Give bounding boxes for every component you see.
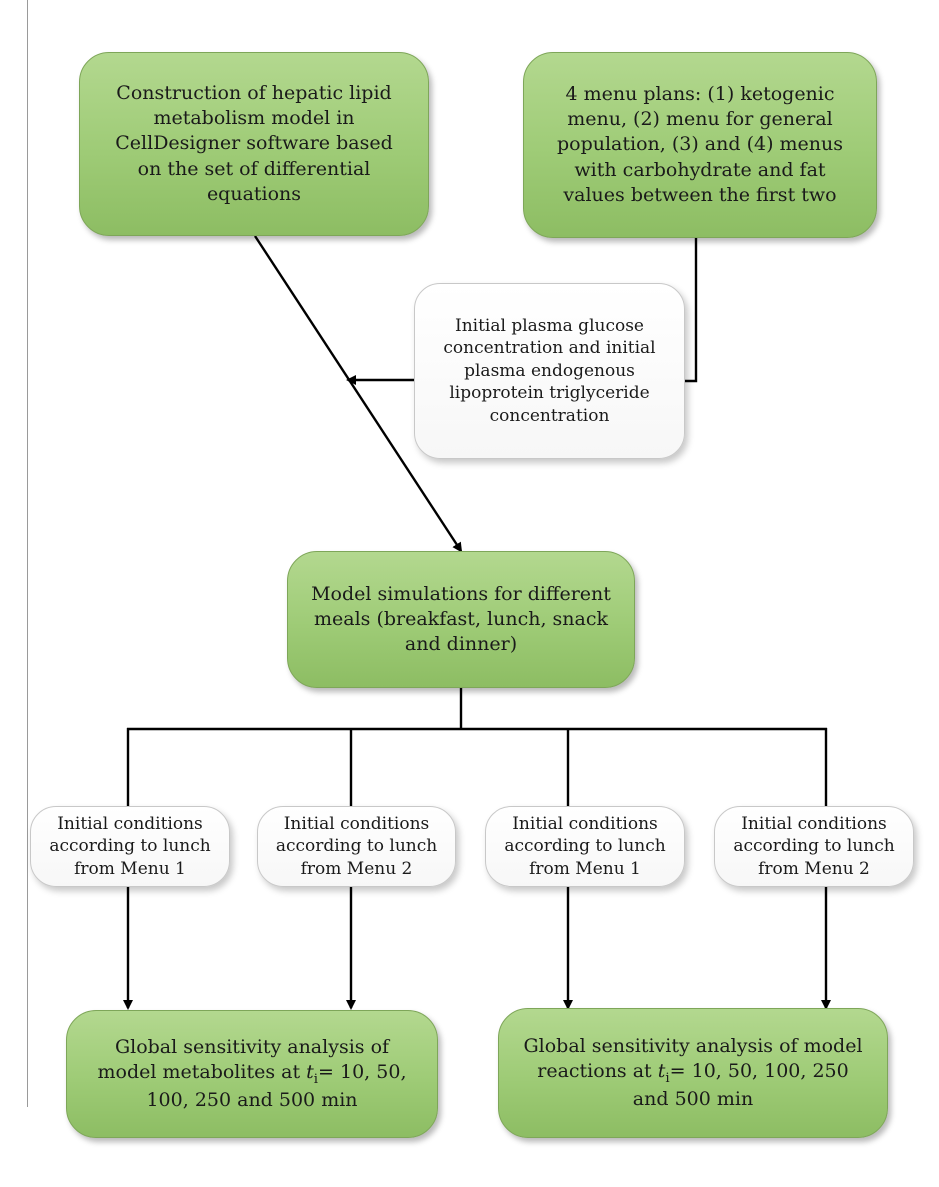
gsa-metabolites-before: Global sensitivity analysis of model met… [97,1035,390,1083]
page-margin-rule [27,0,28,1107]
simulations-text: Model simulations for different meals (b… [311,582,611,656]
gsa-reactions-after: = 10, 50, 100, 250 and 500 min [632,1059,849,1111]
construction-text: Construction of hepatic lipid metabolism… [115,82,393,205]
simulations-node: Model simulations for different meals (b… [287,551,635,688]
gsa-metabolites-node: Global sensitivity analysis of model met… [66,1010,438,1138]
gsa-metabolites-text: Global sensitivity analysis of model met… [93,1035,411,1114]
connector-menus-to-initial-plasma [685,238,698,383]
condition-text-2: Initial conditions according to lunch fr… [275,813,438,879]
condition-node-2: Initial conditions according to lunch fr… [257,806,456,887]
gsa-reactions-node: Global sensitivity analysis of model rea… [498,1008,888,1138]
menu-plans-text: 4 menu plans: (1) ketogenic menu, (2) me… [556,83,844,206]
condition-text-3: Initial conditions according to lunch fr… [504,813,666,879]
condition-node-4: Initial conditions according to lunch fr… [714,806,914,887]
condition-text-4: Initial conditions according to lunch fr… [733,813,895,879]
condition-text-1: Initial conditions according to lunch fr… [49,813,211,879]
condition-node-3: Initial conditions according to lunch fr… [485,806,685,887]
gsa-metabolites-t: t [306,1060,314,1083]
gsa-reactions-sub: i [665,1070,670,1086]
construction-node: Construction of hepatic lipid metabolism… [79,52,429,236]
arrow-construction-to-simulations [253,235,463,553]
initial-plasma-text: Initial plasma glucose concentration and… [443,315,656,426]
gsa-reactions-t: t [657,1059,666,1082]
gsa-reactions-text: Global sensitivity analysis of model rea… [523,1034,863,1113]
gsa-reactions-before: Global sensitivity analysis of model rea… [523,1034,863,1082]
condition-node-1: Initial conditions according to lunch fr… [30,806,230,887]
initial-plasma-node: Initial plasma glucose concentration and… [414,283,685,459]
gsa-metabolites-sub: i [313,1071,319,1087]
menu-plans-node: 4 menu plans: (1) ketogenic menu, (2) me… [523,52,877,238]
gsa-metabolites-after: = 10, 50, 100, 250 and 500 min [146,1060,407,1112]
